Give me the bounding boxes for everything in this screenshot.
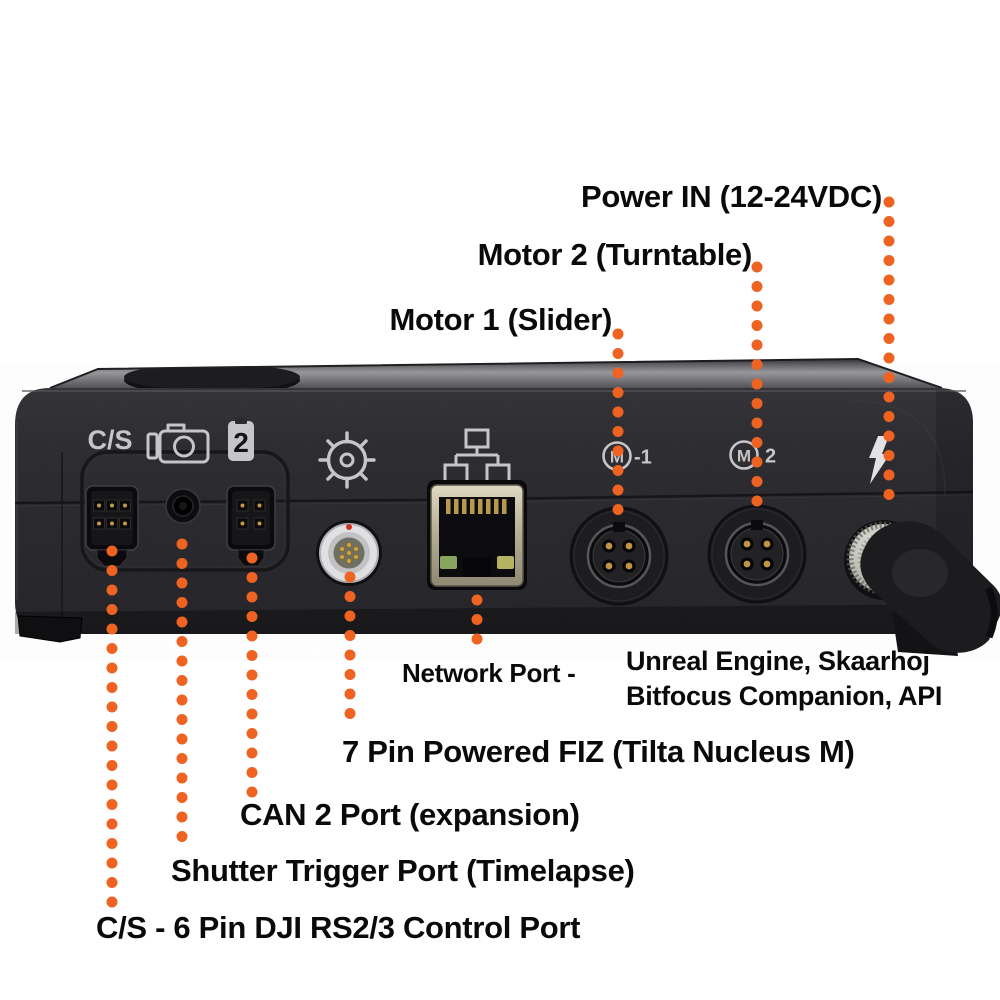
network-port	[427, 480, 527, 590]
callout-shutter: Shutter Trigger Port (Timelapse)	[171, 853, 635, 888]
motor2-suffix: 2	[765, 446, 776, 468]
can2-port	[226, 485, 276, 567]
motor2-icon: M 2	[729, 440, 776, 470]
cs-port-pins	[93, 499, 131, 530]
callout-power-in: Power IN (12-24VDC)	[581, 179, 882, 214]
network-led-right	[497, 556, 514, 569]
can2-badge-icon: 2	[228, 418, 254, 461]
callout-motor2: Motor 2 (Turntable)	[477, 237, 753, 272]
left-foot	[17, 615, 83, 643]
can2-badge-number: 2	[233, 427, 249, 458]
network-led-left	[440, 556, 457, 569]
power-connector	[844, 520, 1000, 656]
motor2-m-letter: M	[737, 447, 751, 466]
can2-port-pins	[236, 499, 266, 530]
port-panel-groove	[80, 450, 290, 572]
network-port-pins	[446, 499, 507, 514]
motor2-port	[707, 504, 807, 604]
network-note-line2: Bitfocus Companion, API	[626, 681, 943, 711]
callout-cs: C/S - 6 Pin DJI RS2/3 Control Port	[96, 910, 581, 945]
cs-marking: C/S	[87, 425, 132, 455]
callout-fiz: 7 Pin Powered FIZ (Tilta Nucleus M)	[342, 734, 855, 769]
fiz-port	[316, 520, 382, 586]
motor1-suffix: -1	[634, 447, 652, 469]
network-note-line1: Unreal Engine, Skaarhoj	[626, 646, 930, 676]
callout-motor1: Motor 1 (Slider)	[389, 302, 612, 337]
callout-dotted-lines	[106, 196, 895, 912]
chassis-seam	[14, 490, 974, 505]
motor1-port-pins	[602, 539, 636, 573]
network-port-note: Unreal Engine, Skaarhoj Bitfocus Compani…	[626, 644, 942, 714]
motor2-port-pins	[740, 537, 774, 571]
callout-can2: CAN 2 Port (expansion)	[240, 797, 580, 832]
ship-wheel-icon	[318, 431, 376, 489]
fiz-port-pins	[338, 541, 359, 564]
callout-network-port: Network Port -	[402, 658, 576, 688]
lightning-bolt-icon	[869, 436, 890, 484]
fiz-index-dot	[346, 524, 352, 530]
top-knob	[124, 360, 300, 388]
motor1-port	[569, 506, 669, 606]
camera-icon	[146, 423, 210, 464]
shutter-jack-port	[165, 488, 201, 524]
